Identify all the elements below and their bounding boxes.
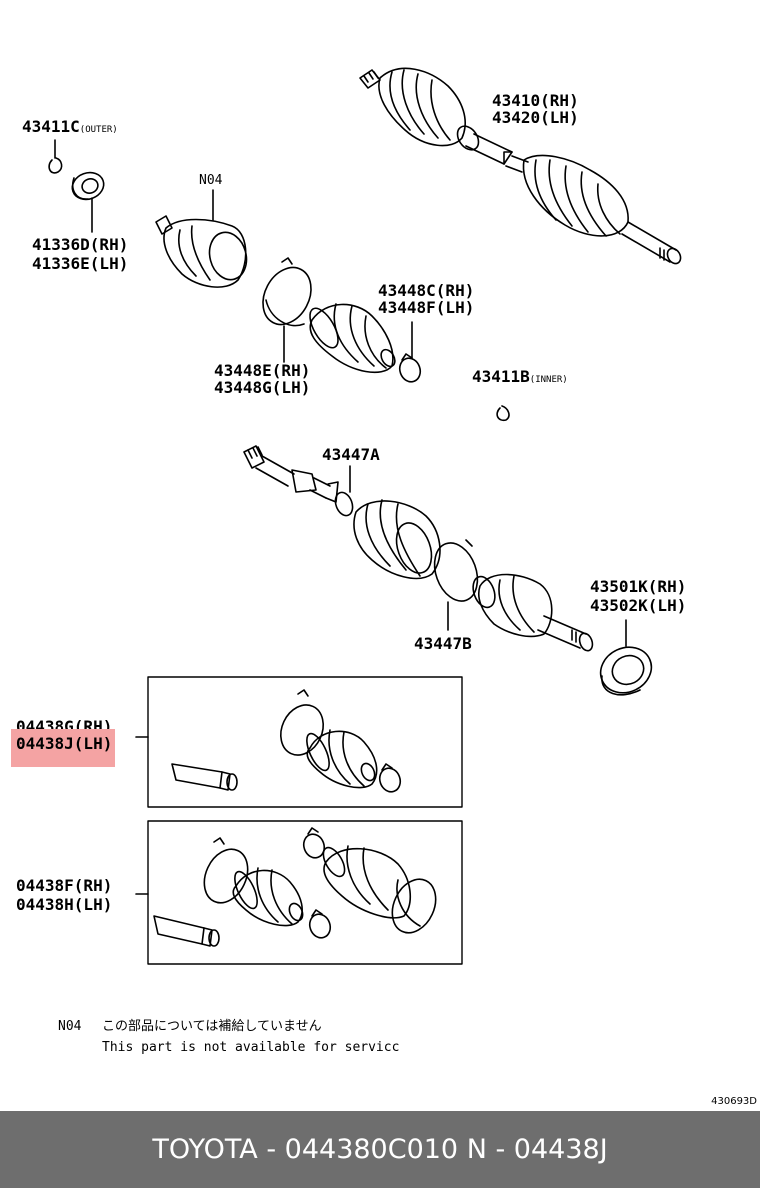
label-inner-clip[interactable]: 43411B(INNER) — [472, 367, 568, 386]
boot-band-e-part — [262, 257, 312, 363]
label-band-c-lh[interactable]: 43448F(LH) — [378, 298, 475, 317]
label-shaft-rh[interactable]: 43410(RH) — [492, 91, 579, 110]
boot-part — [309, 303, 396, 374]
footer-bar: TOYOTA - 044380C010 N - 04438J — [0, 1111, 760, 1188]
kit-box-full — [135, 820, 463, 965]
note-japanese: この部品については補給していません — [102, 1019, 322, 1034]
label-n04[interactable]: N04 — [199, 173, 223, 188]
label-band-e-lh[interactable]: 43448G(LH) — [214, 378, 311, 397]
note-code: N04 — [58, 1019, 82, 1034]
label-kit-f-rh[interactable]: 04438F(RH) — [16, 876, 113, 895]
label-outer-clip[interactable]: 43411C(OUTER) — [22, 117, 118, 136]
parts-diagram — [48, 67, 682, 965]
inner-clip-part — [496, 405, 510, 422]
outer-clip-part — [48, 139, 63, 174]
label-dust-lh[interactable]: 43502K(LH) — [590, 596, 687, 615]
label-inner-clip-note: (INNER) — [529, 375, 568, 385]
boot-band-c-part — [398, 321, 422, 383]
label-joint-rh[interactable]: 41336D(RH) — [32, 235, 129, 254]
label-boot-clamp-b[interactable]: 43447B — [414, 634, 472, 653]
label-kit-h-lh[interactable]: 04438H(LH) — [16, 895, 113, 914]
drive-shaft-assembly-lower — [243, 445, 594, 652]
label-boot-clamp-a[interactable]: 43447A — [322, 445, 380, 464]
label-kit-j-lh[interactable]: 04438J(LH) — [11, 729, 116, 767]
joint-ring-part — [71, 171, 105, 233]
footer-text: TOYOTA - 044380C010 N - 04438J — [152, 1134, 608, 1165]
dust-deflector-part — [599, 619, 653, 696]
note-english: This part is not available for servicc — [102, 1040, 400, 1055]
label-joint-lh[interactable]: 41336E(LH) — [32, 254, 129, 273]
label-band-e-rh[interactable]: 43448E(RH) — [214, 361, 311, 380]
label-dust-rh[interactable]: 43501K(RH) — [590, 577, 687, 596]
label-shaft-lh[interactable]: 43420(LH) — [492, 108, 579, 127]
label-outer-clip-note: (OUTER) — [79, 125, 118, 135]
diagram-code: 430693D — [711, 1096, 757, 1107]
label-band-c-rh[interactable]: 43448C(RH) — [378, 281, 475, 300]
outer-joint-part — [155, 189, 248, 288]
drive-shaft-assembly-upper — [359, 67, 682, 265]
kit-box-outer — [135, 676, 463, 808]
